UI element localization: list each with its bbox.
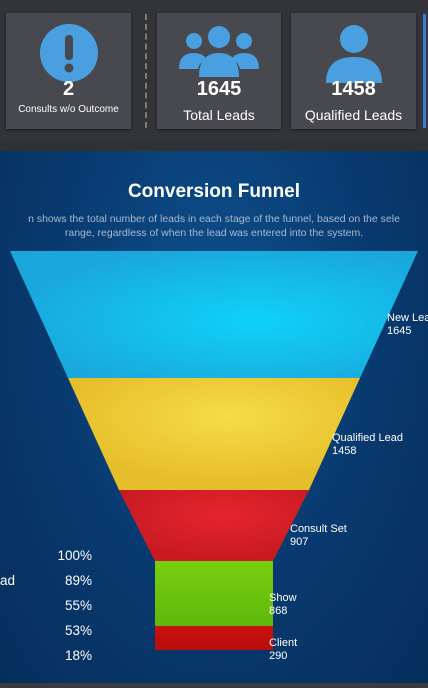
stage-name: Qualified Lead bbox=[332, 432, 403, 444]
kpi-value: 2 bbox=[62, 78, 75, 100]
kpi-strip: 2 Consults w/o Outcome 1645 Total Leads bbox=[0, 0, 428, 142]
conversion-percent: 100% bbox=[57, 548, 92, 563]
panel-title: Conversion Funnel bbox=[127, 181, 301, 202]
left-list-partial-label: ad bbox=[0, 573, 16, 588]
kpi-value: 1645 bbox=[196, 78, 242, 100]
conversion-percent: 55% bbox=[64, 598, 92, 613]
stage-name: Client bbox=[269, 637, 298, 649]
exclamation-circle-icon bbox=[6, 23, 131, 82]
stage-label-new-lead: New Lea 1645 bbox=[387, 312, 428, 338]
kpi-label: Qualified Leads bbox=[304, 107, 403, 123]
stage-value: 868 bbox=[269, 605, 288, 617]
conversion-percent: 18% bbox=[64, 648, 92, 663]
conversion-funnel-panel: Conversion Funnel n shows the total numb… bbox=[0, 151, 428, 683]
funnel-segment-consult-set[interactable] bbox=[119, 490, 309, 561]
conversion-percent: 89% bbox=[64, 573, 92, 588]
stage-label-client: Client 290 bbox=[269, 637, 297, 663]
stage-value: 1645 bbox=[387, 325, 412, 337]
user-icon bbox=[291, 23, 416, 83]
kpi-card-total-leads[interactable]: 1645 Total Leads bbox=[157, 13, 281, 129]
next-card-edge bbox=[423, 14, 426, 128]
funnel-chart bbox=[10, 251, 418, 650]
funnel-segment-new-lead[interactable] bbox=[10, 251, 418, 378]
stage-name: New Lea bbox=[387, 312, 428, 324]
funnel-segment-client[interactable] bbox=[155, 626, 273, 650]
panel-subtitle: n shows the total number of leads in eac… bbox=[0, 212, 428, 240]
stage-value: 290 bbox=[269, 650, 288, 662]
kpi-card-qualified-leads[interactable]: 1458 Qualified Leads bbox=[291, 13, 416, 129]
stage-label-qualified-lead: Qualified Lead 1458 bbox=[332, 432, 403, 458]
kpi-divider bbox=[145, 14, 147, 128]
funnel-segment-show[interactable] bbox=[155, 561, 273, 626]
stage-name: Consult Set bbox=[290, 523, 347, 535]
funnel-segment-qualified-lead[interactable] bbox=[68, 378, 360, 490]
conversion-percent: 53% bbox=[64, 623, 92, 638]
stage-value: 1458 bbox=[332, 445, 357, 457]
users-group-icon bbox=[157, 23, 281, 81]
stage-label-show: Show 868 bbox=[269, 592, 297, 618]
subtitle-line: n shows the total number of leads in eac… bbox=[28, 213, 400, 225]
stage-value: 907 bbox=[290, 536, 309, 548]
subtitle-line: range, regardless of when the lead was e… bbox=[64, 227, 364, 239]
kpi-label: Consults w/o Outcome bbox=[18, 104, 119, 115]
kpi-value: 1458 bbox=[331, 78, 376, 100]
stage-name: Show bbox=[269, 592, 297, 604]
stage-label-consult-set: Consult Set 907 bbox=[290, 523, 347, 549]
kpi-label: Total Leads bbox=[183, 107, 255, 123]
bottom-strip bbox=[0, 683, 428, 688]
kpi-card-consults-without-outcome[interactable]: 2 Consults w/o Outcome bbox=[6, 13, 131, 129]
